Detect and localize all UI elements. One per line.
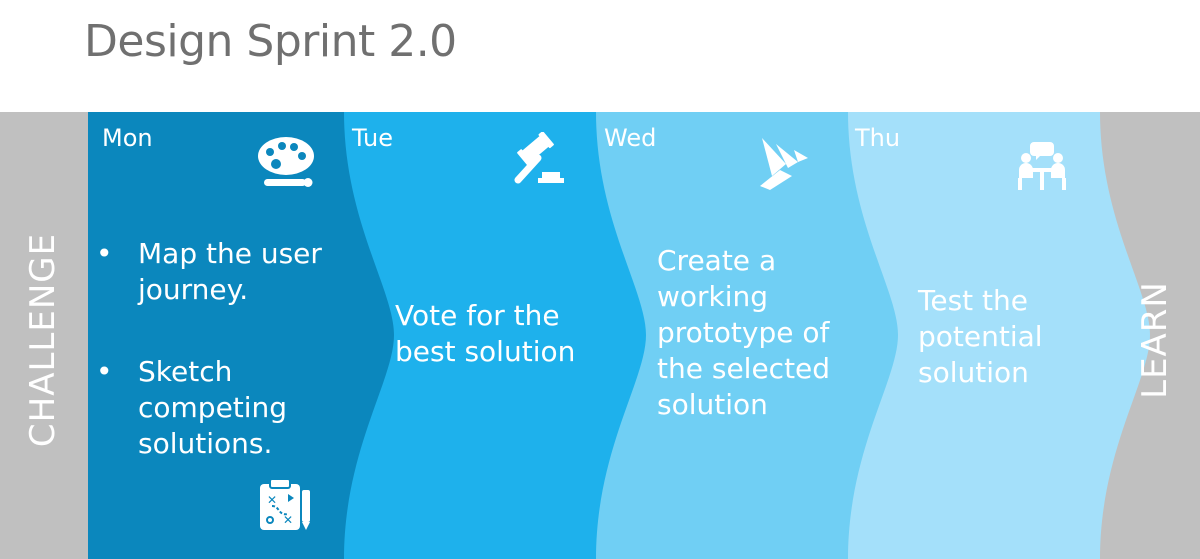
- wed-description: Create a working prototype of the select…: [657, 244, 831, 421]
- day-label-tue: Tue: [352, 124, 393, 152]
- origami-bird-icon: [760, 138, 808, 190]
- learn-label: LEARN: [1135, 281, 1175, 399]
- thu-description: Test the potential solution: [918, 284, 1043, 389]
- challenge-band: [0, 112, 88, 559]
- gavel-icon: [514, 132, 564, 184]
- interview-icon: [1018, 142, 1066, 190]
- day-label-mon: Mon: [102, 124, 153, 152]
- mon-band: [88, 112, 394, 559]
- page-title: Design Sprint 2.0: [84, 16, 457, 67]
- wed-band: [590, 112, 898, 559]
- palette-icon: [258, 137, 314, 187]
- mon-bullet-list: •Map the user journey. •Sketch competing…: [96, 236, 336, 508]
- day-label-thu: Thu: [855, 124, 901, 152]
- day-label-wed: Wed: [604, 124, 657, 152]
- list-item: •Map the user journey.: [96, 237, 322, 306]
- tue-description: Vote for the best solution: [395, 299, 576, 368]
- svg-text:✕: ✕: [267, 493, 277, 507]
- svg-text:✕: ✕: [283, 513, 293, 527]
- tue-band: [338, 112, 646, 559]
- thu-band: [842, 112, 1150, 559]
- challenge-label: CHALLENGE: [23, 232, 63, 448]
- clipboard-plan-icon: ✕ ✕: [260, 478, 310, 530]
- list-item: •Sketch competing solutions.: [96, 355, 288, 460]
